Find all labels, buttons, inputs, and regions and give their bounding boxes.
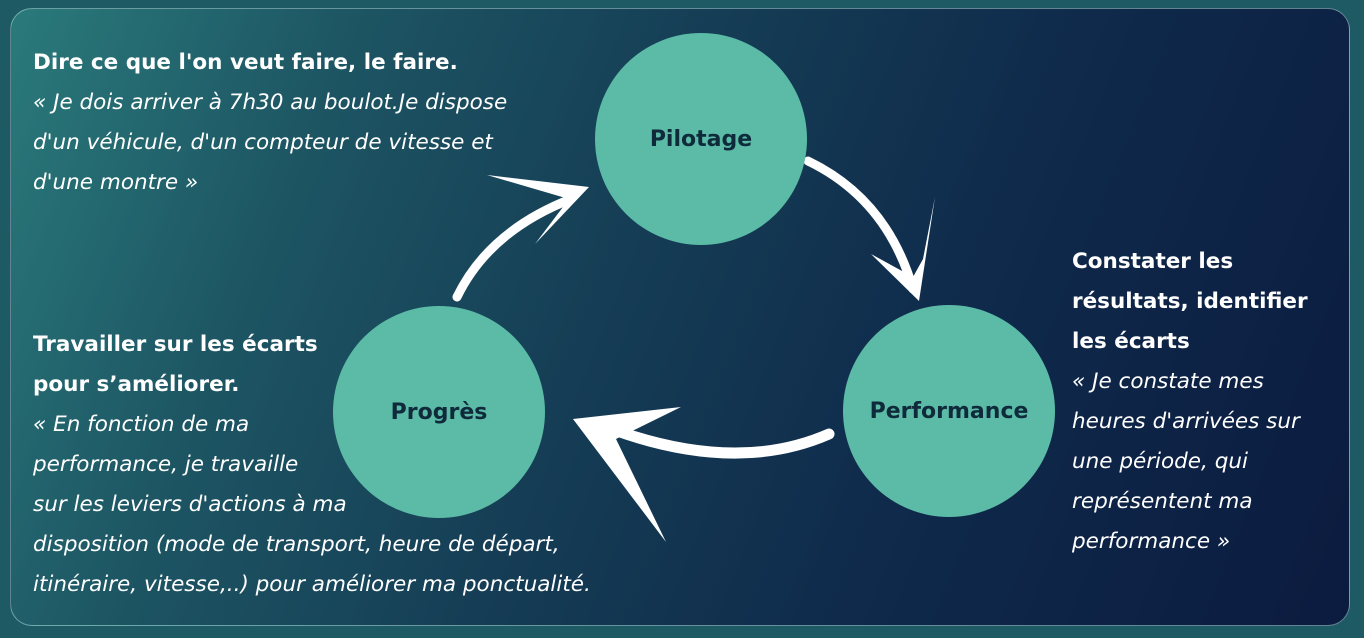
performance-description: Constater les résultats, identifier les … (1072, 242, 1349, 562)
pilotage-title: Dire ce que l'on veut faire, le faire. (33, 50, 458, 75)
progres-quote-line: « En fonction de ma (33, 412, 250, 437)
performance-quote-line: une période, qui (1072, 449, 1248, 474)
performance-quote-line: heures d'arrivées sur (1072, 409, 1300, 434)
progres-title-line: Travailler sur les écarts (33, 332, 318, 357)
performance-title-line: Constater les (1072, 249, 1234, 274)
pilotage-quote-line: d'un véhicule, d'un compteur de vitesse … (33, 130, 493, 155)
performance-title-line: résultats, identifier (1072, 289, 1308, 314)
progres-quote-line: disposition (mode de transport, heure de… (33, 532, 560, 557)
node-pilotage: Pilotage (595, 33, 807, 245)
progres-quote-line: itinéraire, vitesse,..) pour améliorer m… (33, 572, 591, 597)
performance-title-line: les écarts (1072, 329, 1190, 354)
arrowhead-pilotage-to-performance (871, 197, 935, 301)
pilotage-quote-line: « Je dois arriver à 7h30 au boulot.Je di… (33, 90, 508, 115)
performance-quote-line: « Je constate mes (1072, 369, 1264, 394)
pilotage-quote-line: d'une montre » (33, 170, 199, 195)
node-progres: Progrès (333, 306, 545, 518)
arrow-progres-to-pilotage (452, 194, 576, 302)
arrowhead-performance-to-progres (573, 407, 681, 542)
arrowhead-progres-to-pilotage (487, 175, 589, 244)
arrow-performance-to-progres (590, 417, 835, 459)
progres-title-line: pour s’améliorer. (33, 372, 240, 397)
cycle-arrows (452, 156, 935, 542)
progres-quote-line: sur les leviers d'actions à ma (33, 492, 347, 517)
pilotage-description: Dire ce que l'on veut faire, le faire. «… (33, 43, 593, 203)
performance-quote-line: représentent ma (1072, 489, 1253, 514)
diagram-frame: Pilotage Performance Progrès Dire ce que… (10, 8, 1350, 626)
performance-quote-line: performance » (1072, 529, 1231, 554)
node-performance-label: Performance (869, 398, 1029, 424)
progres-description: Travailler sur les écarts pour s’amélior… (33, 325, 633, 605)
node-progres-label: Progrès (390, 399, 488, 425)
node-performance: Performance (843, 305, 1055, 517)
progres-quote-line: performance, je travaille (33, 452, 299, 477)
node-pilotage-label: Pilotage (649, 126, 753, 152)
arrow-pilotage-to-performance (803, 156, 918, 294)
